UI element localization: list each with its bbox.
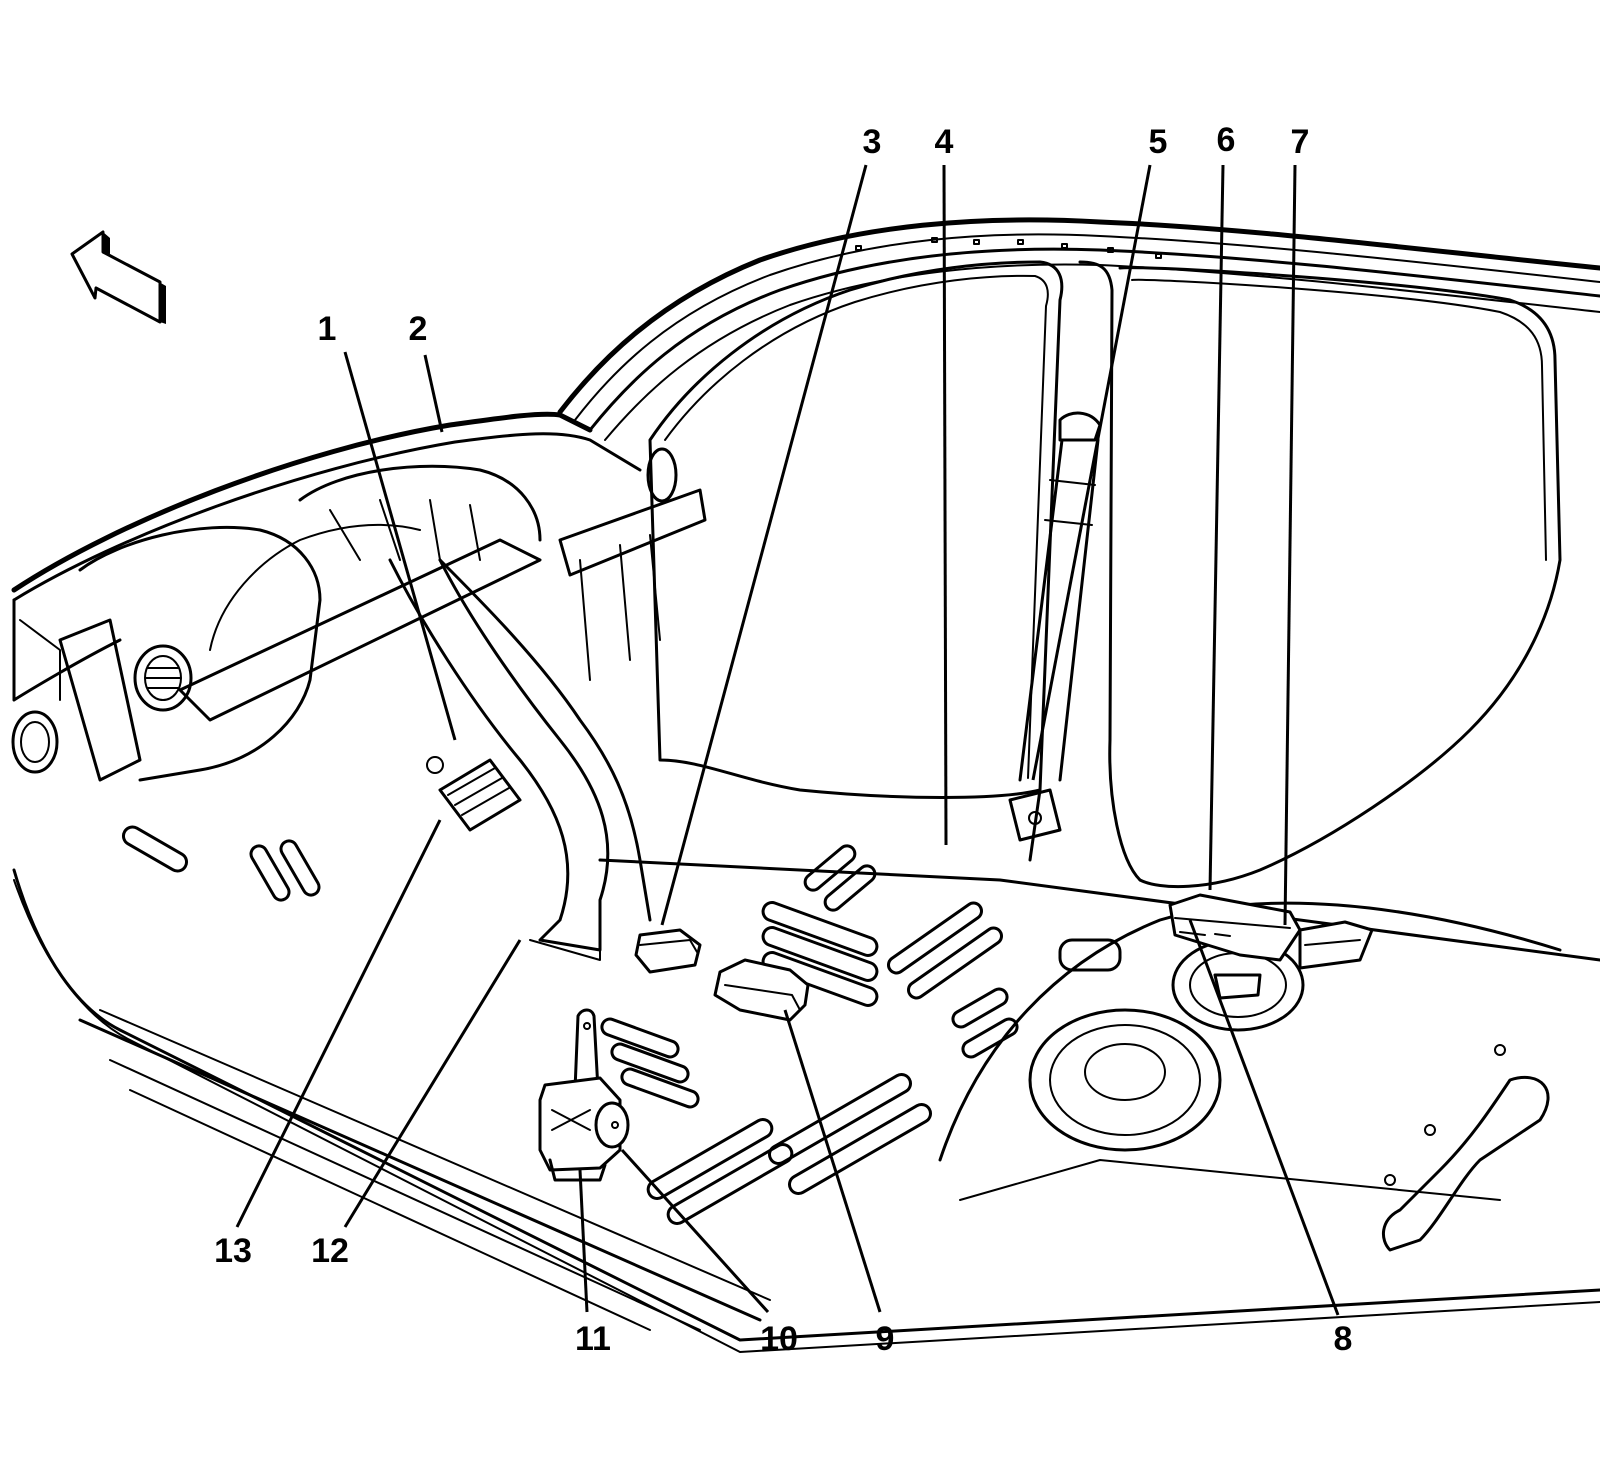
callout-1: 1 bbox=[318, 310, 337, 348]
component-10-11-retractor bbox=[538, 1008, 630, 1182]
component-3-module bbox=[634, 928, 702, 974]
callout-13: 13 bbox=[214, 1232, 252, 1270]
leader-2 bbox=[423, 354, 444, 433]
callout-6: 6 bbox=[1217, 121, 1236, 159]
leader-3 bbox=[660, 164, 868, 926]
callout-leaders bbox=[235, 164, 1340, 1316]
leader-7 bbox=[1283, 164, 1297, 926]
callout-12: 12 bbox=[311, 1232, 349, 1270]
callout-11: 11 bbox=[575, 1320, 611, 1358]
leader-5 bbox=[1031, 164, 1152, 781]
leader-4 bbox=[942, 164, 948, 846]
callout-5: 5 bbox=[1149, 123, 1168, 161]
roof-rivets bbox=[855, 237, 1162, 259]
leader-11 bbox=[578, 1169, 589, 1313]
component-7-module bbox=[1298, 920, 1374, 970]
floor-ribs bbox=[121, 825, 1122, 1225]
callout-4: 4 bbox=[935, 123, 954, 161]
b-pillar-seatbelt-assembly bbox=[1008, 411, 1102, 842]
component-8-module bbox=[1168, 893, 1302, 962]
callout-labels: 1 2 3 4 5 6 7 8 9 10 11 12 13 bbox=[214, 121, 1352, 1358]
callout-2: 2 bbox=[409, 310, 428, 348]
callout-9: 9 bbox=[876, 1320, 895, 1358]
floor-pan bbox=[12, 825, 1600, 1353]
leader-1 bbox=[343, 351, 457, 741]
left-air-vent bbox=[133, 644, 193, 712]
leader-12 bbox=[343, 939, 522, 1228]
callout-8: 8 bbox=[1334, 1320, 1353, 1358]
floor-console-bracket bbox=[388, 558, 652, 961]
component-9-control-module bbox=[713, 958, 810, 1022]
front-direction-arrow-icon bbox=[70, 230, 166, 324]
right-air-vent bbox=[646, 447, 678, 503]
leader-13 bbox=[235, 819, 442, 1228]
callout-10: 10 bbox=[760, 1320, 798, 1358]
leader-9 bbox=[783, 1009, 882, 1313]
leader-6 bbox=[1208, 164, 1225, 891]
leader-10 bbox=[620, 1148, 770, 1314]
callout-3: 3 bbox=[863, 123, 882, 161]
instrument-panel bbox=[11, 411, 707, 782]
leader-8 bbox=[1188, 919, 1340, 1316]
spare-tire-well bbox=[1028, 1008, 1222, 1152]
callout-7: 7 bbox=[1291, 123, 1310, 161]
roof-rail-body-side bbox=[557, 217, 1600, 889]
